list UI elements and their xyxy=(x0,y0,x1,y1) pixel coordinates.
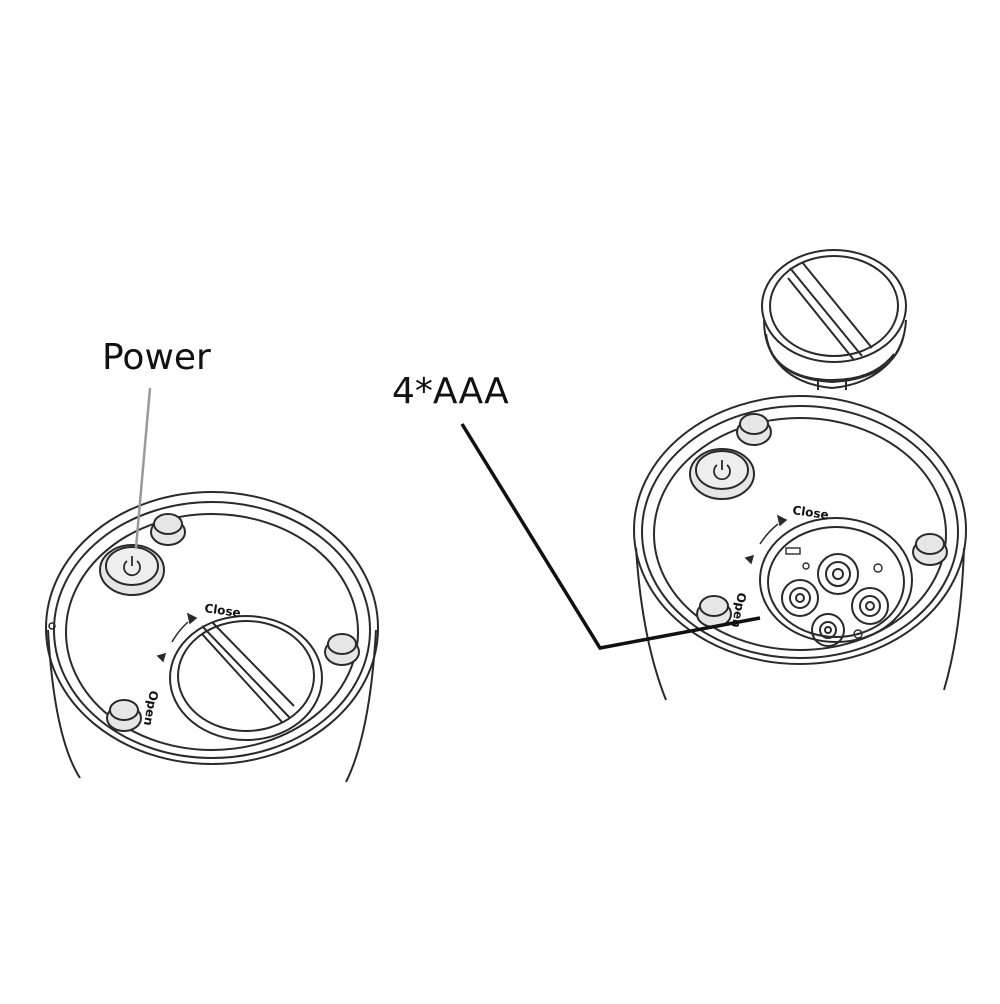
battery-cap-closed[interactable] xyxy=(169,615,323,741)
rotation-guide xyxy=(156,612,198,663)
device-open-inner-rim xyxy=(653,417,947,651)
device-closed-rim-mark xyxy=(48,622,56,630)
device-open-rim-lip xyxy=(641,405,959,659)
dial-close-label-left: Close xyxy=(204,601,242,620)
device-closed xyxy=(45,491,379,783)
power-leader-line xyxy=(134,387,152,549)
device-closed-inner-rim xyxy=(65,513,359,751)
device-open-body xyxy=(635,547,965,701)
battery-leader-line xyxy=(460,423,761,650)
battery-compartment xyxy=(759,517,913,647)
battery-cap-slot xyxy=(787,261,873,361)
aaa-battery-cell xyxy=(811,613,845,647)
battery-contact xyxy=(785,547,883,639)
mounting-post xyxy=(106,699,142,732)
power-button[interactable] xyxy=(689,448,755,500)
close-arrow-icon xyxy=(776,514,788,527)
aaa-battery-cell xyxy=(817,553,859,595)
device-open-outer-rim xyxy=(633,395,967,665)
power-symbol-icon xyxy=(123,556,141,577)
battery-cap-removed[interactable] xyxy=(761,249,907,390)
device-open xyxy=(633,249,967,701)
mounting-post xyxy=(696,595,732,628)
battery-cap-slot xyxy=(201,621,295,723)
open-arrow-icon xyxy=(744,554,755,565)
dial-close-label-right: Close xyxy=(792,503,830,522)
device-closed-outer-rim xyxy=(45,491,379,765)
power-symbol-icon xyxy=(713,460,731,481)
mounting-post xyxy=(150,513,186,546)
aaa-battery-cell xyxy=(851,587,889,625)
close-arrow-icon xyxy=(186,612,198,625)
power-button[interactable] xyxy=(99,544,165,596)
device-closed-rim-lip xyxy=(53,501,371,759)
mounting-post xyxy=(324,633,360,666)
open-arrow-icon xyxy=(156,652,167,663)
mounting-post xyxy=(912,533,948,566)
aaa-battery-cell xyxy=(781,579,819,617)
power-label: Power xyxy=(102,337,211,378)
mounting-post xyxy=(736,413,772,446)
rotation-guide xyxy=(744,514,788,565)
battery-label: 4*AAA xyxy=(392,371,509,412)
dial-open-label-left: Open xyxy=(141,689,161,726)
